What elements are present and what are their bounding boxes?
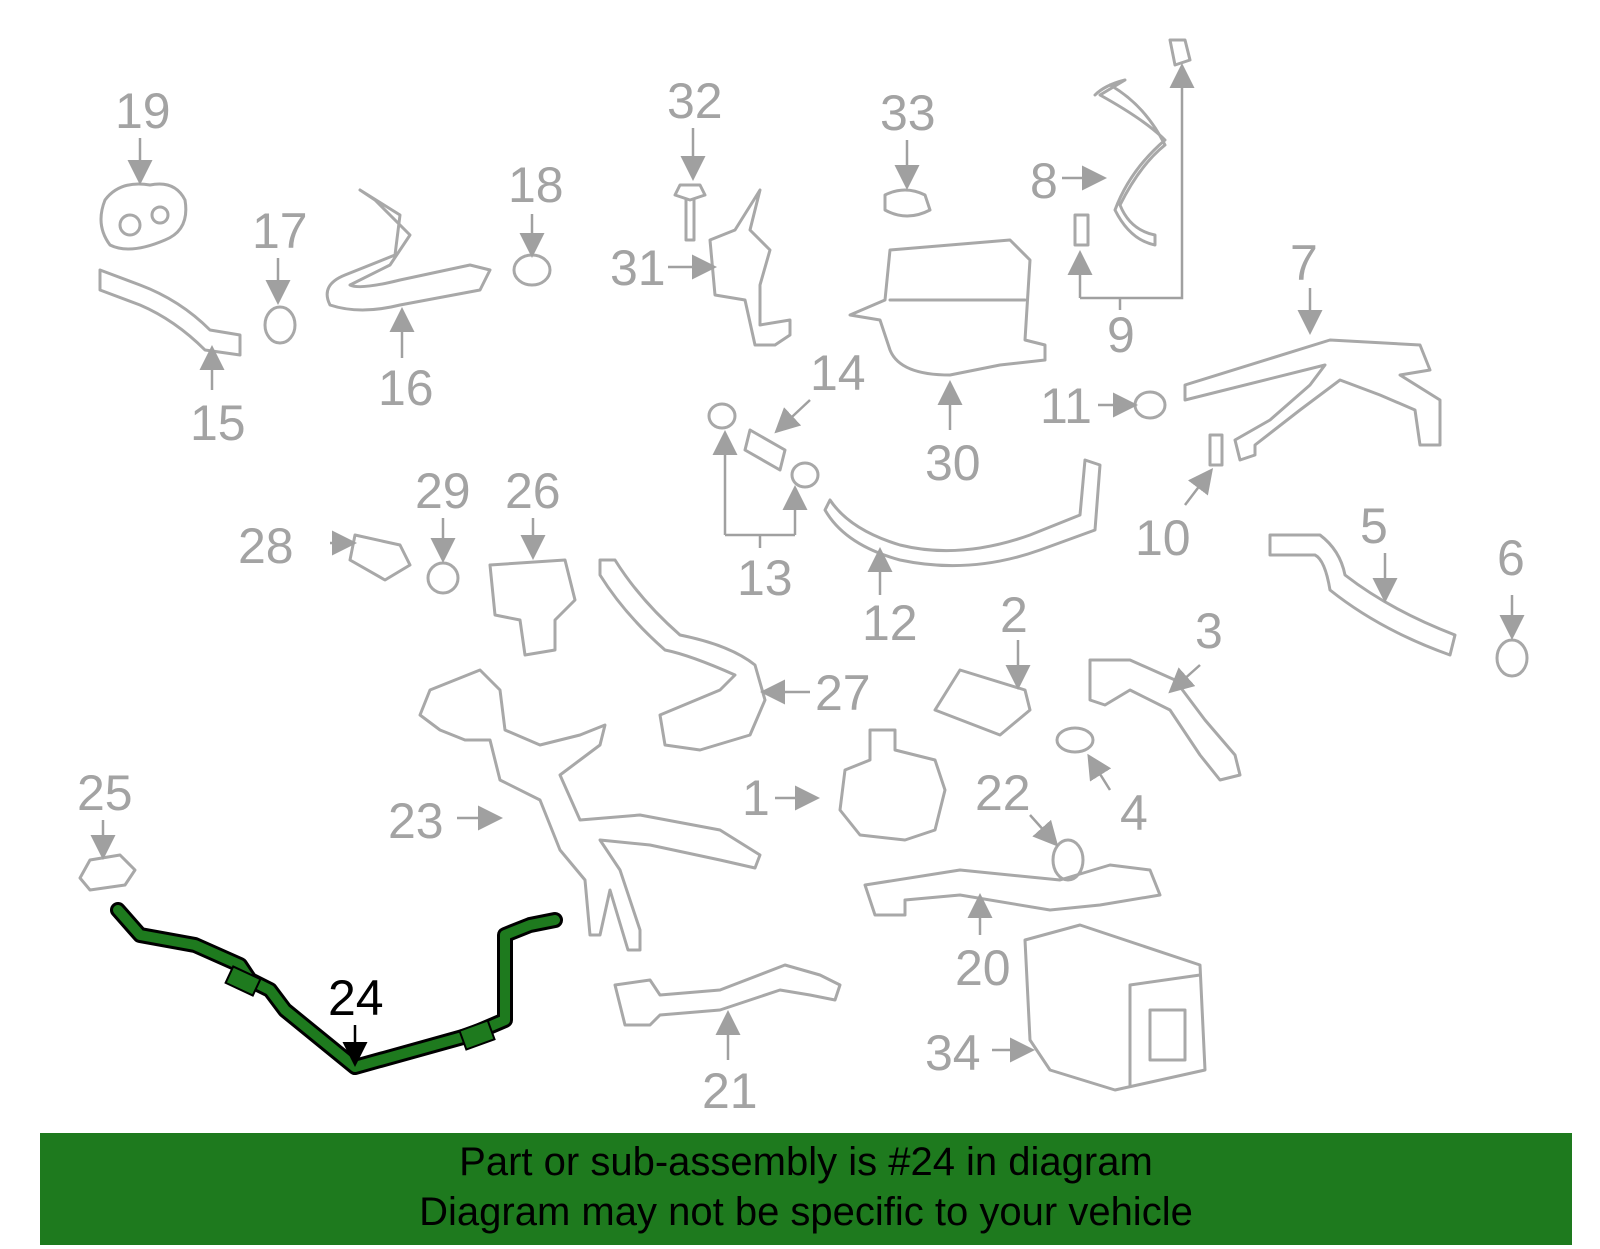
callout-14: 14 (810, 345, 866, 401)
part-27-hose (598, 558, 810, 752)
callout-28: 28 (238, 518, 294, 574)
part-18-clamp (512, 214, 552, 287)
callout-7: 7 (1290, 235, 1318, 291)
part-26-valve (488, 518, 577, 657)
callout-29: 29 (415, 463, 471, 519)
part-29-clamp (426, 518, 460, 595)
part-6-clamp (1495, 595, 1529, 678)
part-1-pump (775, 728, 947, 842)
callout-34: 34 (925, 1025, 981, 1081)
callout-10: 10 (1135, 510, 1191, 566)
part-9-clip (1067, 63, 1195, 310)
info-banner: Part or sub-assembly is #24 in diagram D… (40, 1133, 1572, 1245)
part-33-cap (883, 140, 932, 218)
callout-3: 3 (1195, 603, 1223, 659)
callout-23: 23 (388, 793, 444, 849)
banner-line-2: Diagram may not be specific to your vehi… (419, 1190, 1193, 1234)
callout-30: 30 (925, 435, 981, 491)
part-16-hose (325, 188, 492, 358)
callout-17: 17 (252, 203, 308, 259)
part-7-pipe (1183, 288, 1442, 462)
callout-2: 2 (1000, 587, 1028, 643)
part-5-hose (1268, 533, 1457, 657)
callout-26: 26 (505, 463, 561, 519)
part-3-hose (1088, 658, 1242, 782)
diagram-canvas: 19 15 17 16 18 32 31 33 (77, 38, 1529, 1119)
part-30-reservoir (848, 238, 1047, 430)
part-25-clamp (78, 820, 137, 892)
part-11-clamp (1098, 390, 1167, 420)
part-17-clamp (263, 258, 297, 345)
callout-15: 15 (190, 395, 246, 451)
callout-22: 22 (975, 765, 1031, 821)
callout-31: 31 (610, 240, 666, 296)
part-15-hose (98, 268, 242, 390)
part-22-clamp (1029, 814, 1085, 882)
callout-19: 19 (115, 83, 171, 139)
callout-1: 1 (742, 770, 770, 826)
part-23-pipe-assembly (418, 668, 762, 952)
callout-13: 13 (737, 550, 793, 606)
part-19-gasket (99, 138, 188, 251)
callout-24: 24 (328, 970, 384, 1026)
callout-11: 11 (1040, 378, 1092, 434)
callout-9: 9 (1107, 307, 1135, 363)
part-2-bracket (933, 640, 1032, 737)
part-12-hose (823, 458, 1102, 595)
callout-25: 25 (77, 765, 133, 821)
callout-6: 6 (1497, 530, 1525, 586)
callout-16: 16 (378, 360, 434, 416)
part-34-module (992, 923, 1207, 1092)
part-32-bolt (673, 128, 707, 242)
callout-8: 8 (1030, 153, 1058, 209)
callout-4: 4 (1120, 785, 1148, 841)
callout-18: 18 (508, 157, 564, 213)
banner-line-1: Part or sub-assembly is #24 in diagram (459, 1140, 1153, 1184)
part-20-hose (863, 863, 1162, 935)
part-28-fitting (330, 530, 412, 582)
callout-33: 33 (880, 85, 936, 141)
callout-12: 12 (862, 595, 918, 651)
part-4-clamp (1055, 726, 1112, 791)
bracket-13 (712, 430, 808, 548)
callout-20: 20 (955, 940, 1011, 996)
callout-32: 32 (667, 73, 723, 129)
callout-27: 27 (815, 665, 871, 721)
callout-5: 5 (1360, 498, 1388, 554)
part-8-hose (1062, 38, 1192, 247)
part-21-hose (613, 963, 842, 1060)
part-31-bracket (668, 188, 792, 347)
callout-21: 21 (702, 1063, 758, 1119)
part-10-tag (1184, 433, 1224, 506)
part-24-hose-highlighted[interactable] (110, 902, 563, 1075)
